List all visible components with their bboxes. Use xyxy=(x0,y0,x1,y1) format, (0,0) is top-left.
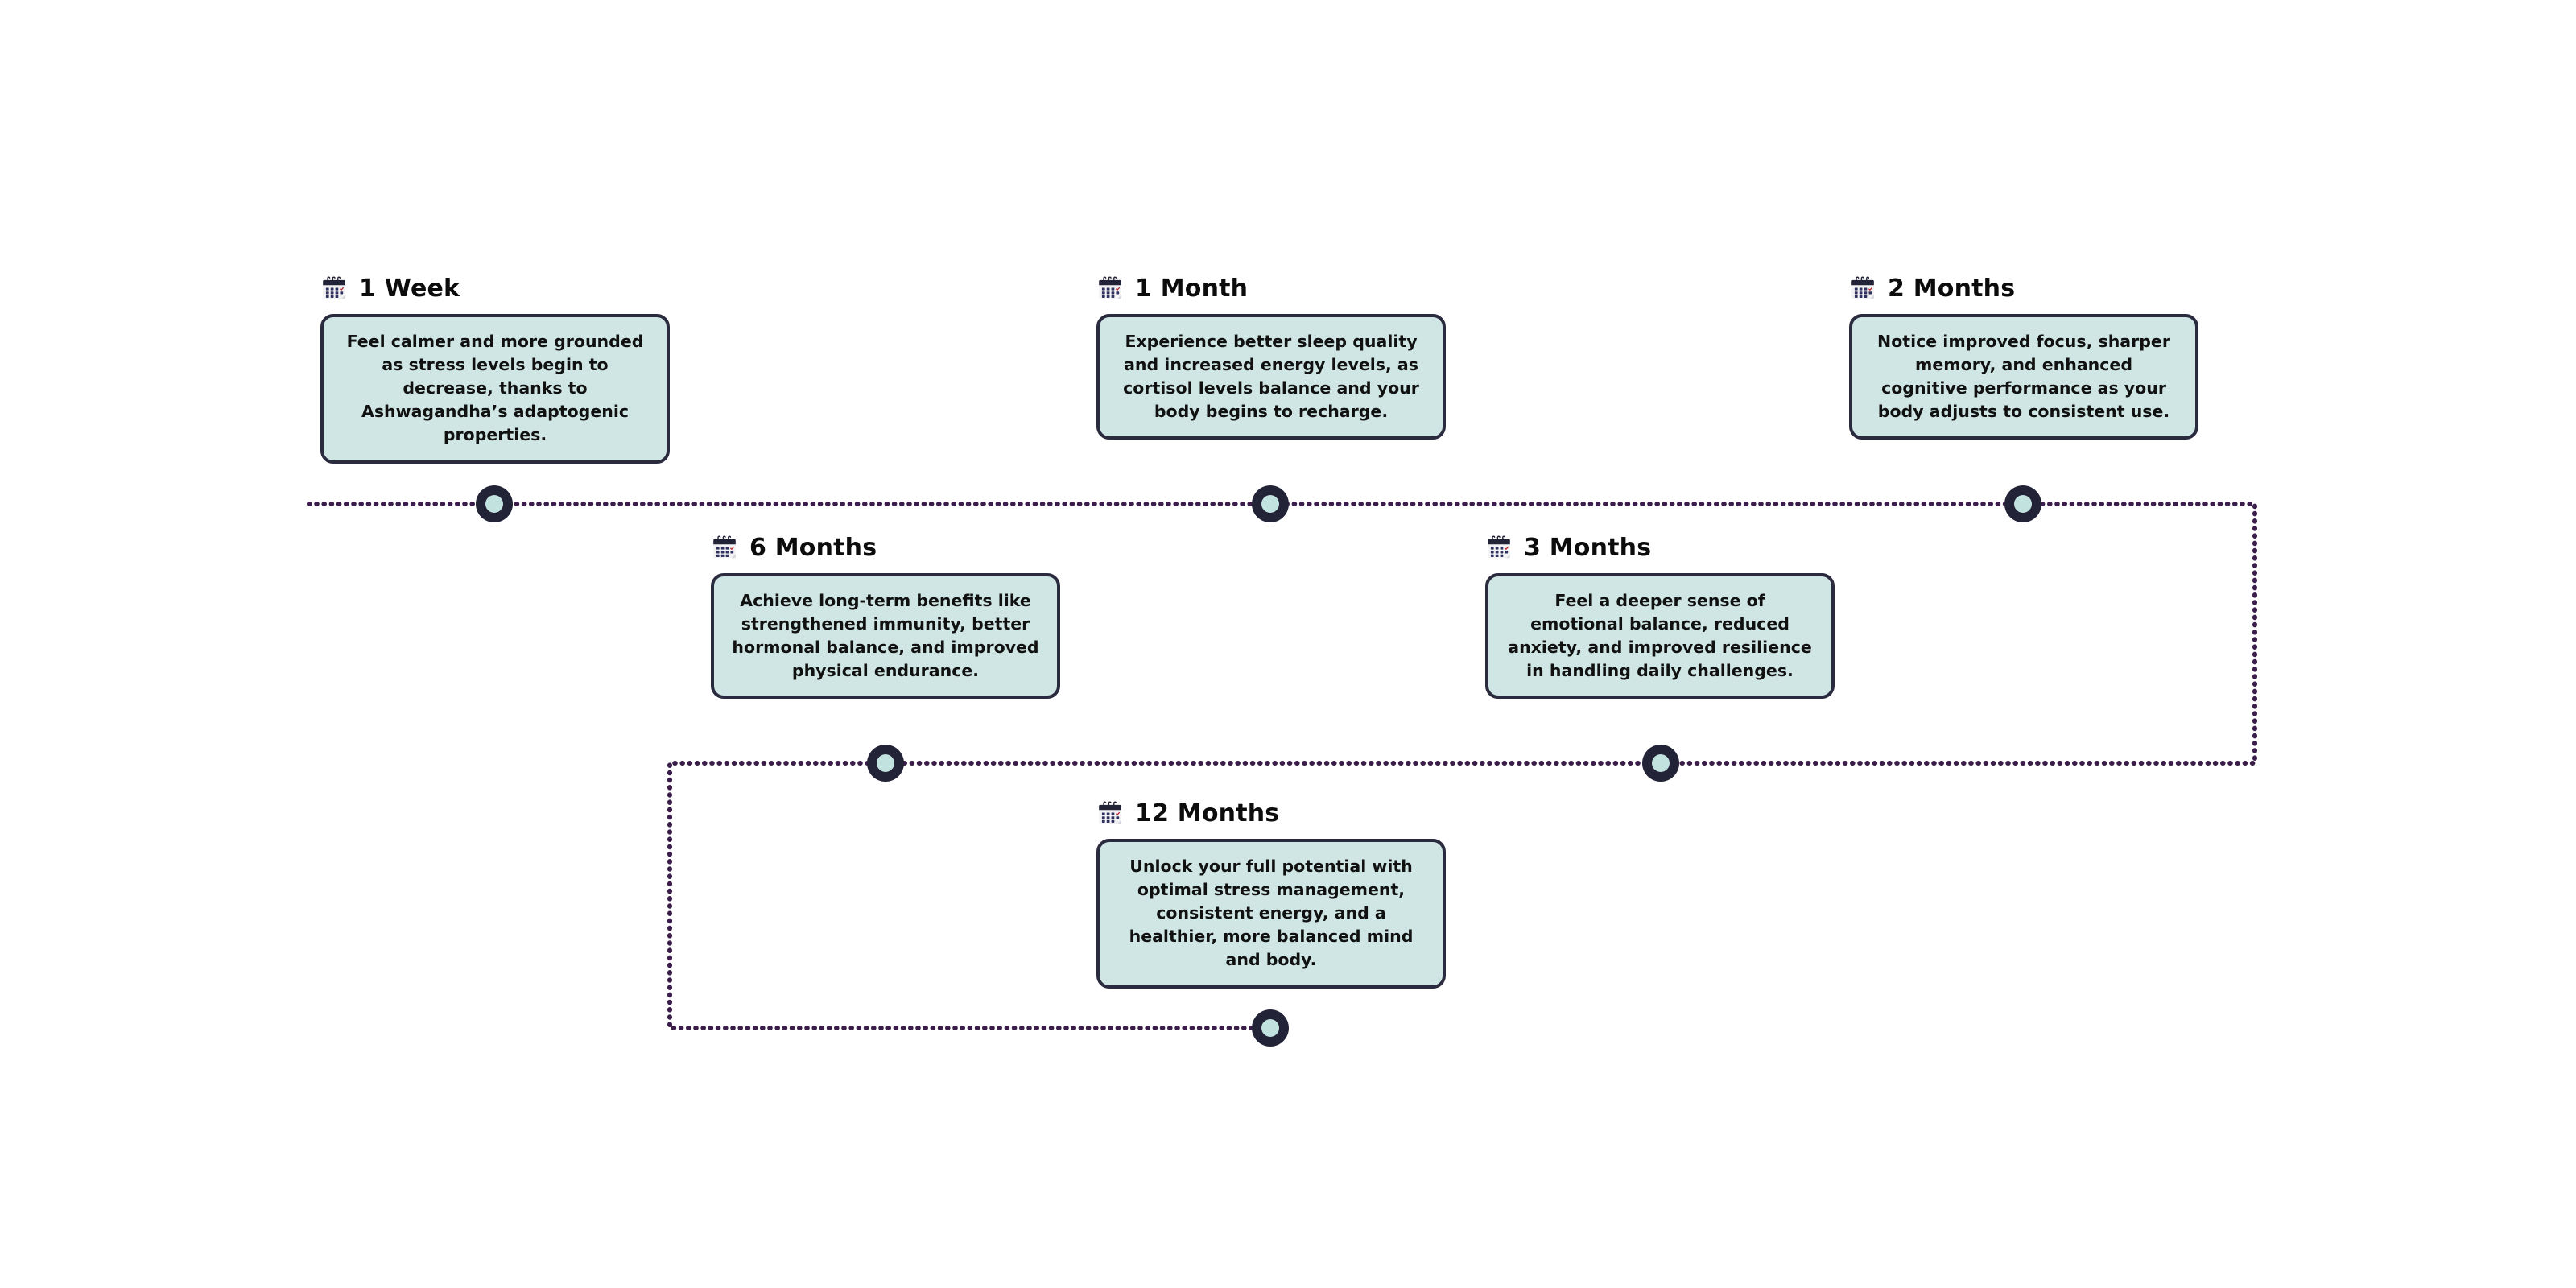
calendar-icon xyxy=(1099,801,1121,824)
milestone-6-months: 6 Months Achieve long-term benefits like… xyxy=(711,531,1060,700)
milestone-card-6-months[interactable]: Achieve long-term benefits like strength… xyxy=(711,573,1060,700)
calendar-icon xyxy=(1852,276,1874,299)
milestone-header-1-month: 1 Month xyxy=(1096,272,1446,304)
milestone-header-3-months: 3 Months xyxy=(1485,531,1835,564)
milestone-header-6-months: 6 Months xyxy=(711,531,1060,564)
timeline-node-6-months[interactable] xyxy=(867,745,904,782)
milestone-card-text-1-month: Experience better sleep quality and incr… xyxy=(1123,332,1419,422)
milestone-card-1-month[interactable]: Experience better sleep quality and incr… xyxy=(1096,314,1446,440)
milestone-card-1-week[interactable]: Feel calmer and more grounded as stress … xyxy=(320,314,670,464)
timeline-node-core xyxy=(877,754,894,772)
calendar-icon xyxy=(1488,535,1510,559)
milestone-card-2-months[interactable]: Notice improved focus, sharper memory, a… xyxy=(1849,314,2198,440)
milestone-card-text-3-months: Feel a deeper sense of emotional balance… xyxy=(1508,591,1812,681)
milestone-3-months: 3 Months Feel a deeper sense of emotiona… xyxy=(1485,531,1835,700)
milestone-1-week: 1 Week Feel calmer and more grounded as … xyxy=(320,272,670,464)
milestone-title-3-months: 3 Months xyxy=(1524,533,1652,562)
milestone-header-2-months: 2 Months xyxy=(1849,272,2198,304)
timeline-node-core xyxy=(1652,754,1670,772)
timeline-node-2-months[interactable] xyxy=(2004,485,2041,522)
milestone-card-text-1-week: Feel calmer and more grounded as stress … xyxy=(346,332,644,445)
milestone-title-12-months: 12 Months xyxy=(1135,799,1280,828)
milestone-2-months: 2 Months Notice improved focus, sharper … xyxy=(1849,272,2198,440)
milestone-title-2-months: 2 Months xyxy=(1888,274,2016,303)
milestone-12-months: 12 Months Unlock your full potential wit… xyxy=(1096,797,1446,989)
calendar-icon xyxy=(323,276,345,299)
milestone-card-12-months[interactable]: Unlock your full potential with optimal … xyxy=(1096,839,1446,989)
timeline-node-core xyxy=(1261,1019,1279,1037)
timeline-node-1-month[interactable] xyxy=(1252,485,1289,522)
timeline-node-core xyxy=(1261,495,1279,513)
milestone-card-text-2-months: Notice improved focus, sharper memory, a… xyxy=(1877,332,2170,422)
milestone-header-12-months: 12 Months xyxy=(1096,797,1446,829)
calendar-icon xyxy=(1099,276,1121,299)
calendar-icon xyxy=(713,535,736,559)
milestone-card-text-12-months: Unlock your full potential with optimal … xyxy=(1129,857,1414,970)
timeline-node-1-week[interactable] xyxy=(476,485,513,522)
timeline-node-3-months[interactable] xyxy=(1642,745,1679,782)
milestone-title-1-month: 1 Month xyxy=(1135,274,1249,303)
milestone-card-text-6-months: Achieve long-term benefits like strength… xyxy=(732,591,1039,681)
timeline-node-core xyxy=(485,495,503,513)
milestone-title-6-months: 6 Months xyxy=(749,533,877,562)
milestone-header-1-week: 1 Week xyxy=(320,272,670,304)
milestone-title-1-week: 1 Week xyxy=(359,274,460,303)
milestone-card-3-months[interactable]: Feel a deeper sense of emotional balance… xyxy=(1485,573,1835,700)
timeline-node-12-months[interactable] xyxy=(1252,1009,1289,1046)
timeline-node-core xyxy=(2014,495,2032,513)
milestone-1-month: 1 Month Experience better sleep quality … xyxy=(1096,272,1446,440)
